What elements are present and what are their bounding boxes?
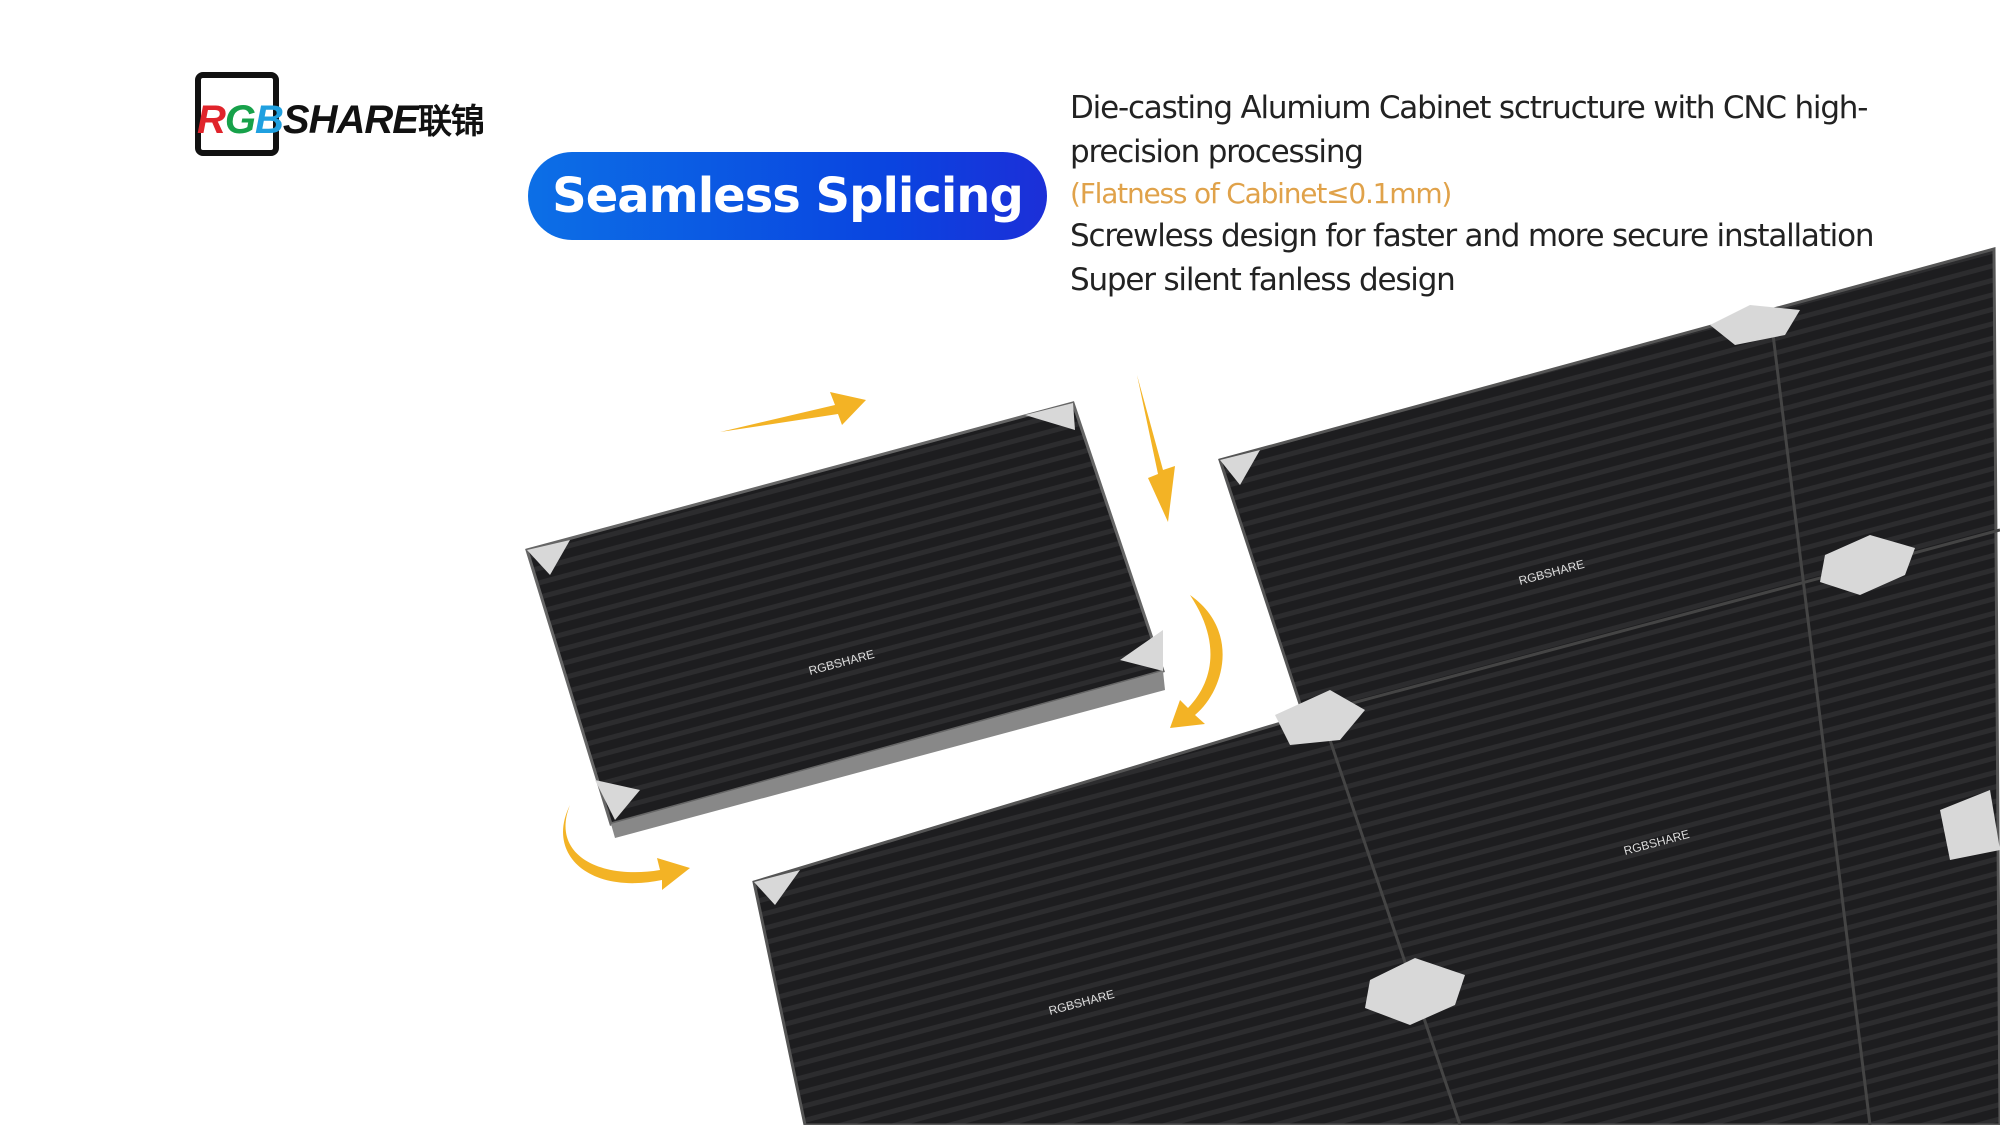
single-cabinet: RGBSHARE [525, 401, 1165, 838]
corner-plate [1710, 305, 1800, 345]
corner-plate [595, 780, 640, 820]
connector-plate [1940, 790, 2000, 860]
assembled-cabinet-wall: RGBSHARE RGBSHARE RGBSHARE [752, 247, 2000, 1125]
logo-frame [195, 72, 279, 156]
corner-plate [1025, 403, 1075, 430]
connector-plate [1820, 535, 1915, 595]
arrow-right-icon [720, 392, 866, 432]
feature-flatness-note: (Flatness of Cabinet≤0.1mm) [1070, 177, 1452, 210]
arrow-curve-right-icon [563, 805, 690, 890]
logo-share: SHARE [282, 98, 419, 142]
corner-plate [527, 540, 570, 575]
splice-arrows [563, 375, 1223, 890]
connector-plate [1275, 690, 1365, 745]
logo-cn: 联锦 [417, 103, 485, 141]
feature-fanless: Super silent fanless design [1070, 262, 1456, 298]
logo-r: R [197, 98, 226, 142]
corner-plate [1120, 630, 1163, 671]
logo-b: B [255, 98, 284, 142]
feature-screwless: Screwless design for faster and more sec… [1070, 218, 1875, 254]
feature-die-casting: Die-casting Alumium Cabinet sctructure w… [1070, 90, 1868, 170]
seamless-splicing-badge: Seamless Splicing [528, 152, 1047, 240]
logo-text: RGBSHARE联锦 [197, 94, 485, 143]
badge-label: Seamless Splicing [552, 168, 1024, 224]
brand-logo: RGBSHARE联锦 [195, 72, 555, 156]
connector-plate [1365, 958, 1465, 1025]
feature-list: Die-casting Alumium Cabinet sctructure w… [1070, 86, 1970, 302]
arrow-down-icon [1137, 375, 1175, 522]
arrow-curve-down-icon [1170, 595, 1223, 728]
corner-plate [1220, 450, 1260, 485]
corner-plate [754, 870, 800, 905]
logo-g: G [224, 98, 256, 142]
